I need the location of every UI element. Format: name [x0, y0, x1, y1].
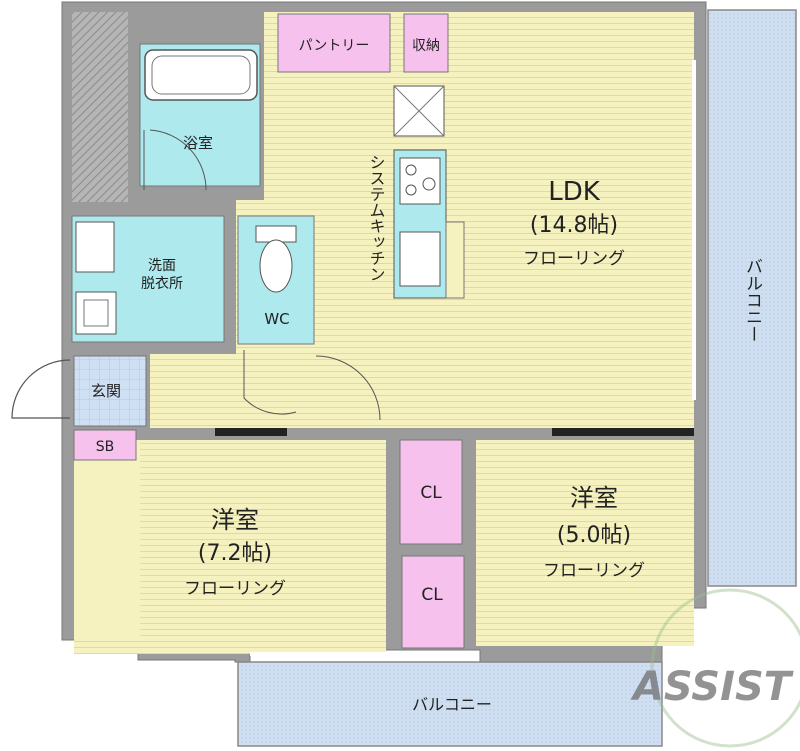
entrance-label: 玄関	[91, 382, 121, 400]
closet-1	[399, 439, 463, 545]
bath-door	[143, 129, 207, 191]
shoe-box	[73, 429, 137, 461]
east-balcony-label: バルコニー	[742, 258, 762, 343]
storage	[403, 13, 449, 73]
entry-door	[11, 359, 71, 419]
toilet-label: WC	[264, 310, 289, 328]
kitchen-label: システムキッチン	[367, 154, 386, 282]
washroom-label-2: 脱衣所	[141, 276, 183, 292]
assist-logo: ASSIST	[630, 588, 800, 748]
ldk-door	[315, 355, 381, 421]
duct	[72, 12, 128, 202]
western-room-1-size: (7.2帖)	[198, 541, 272, 566]
east-balcony	[707, 9, 797, 587]
storage-label: 収納	[412, 38, 440, 54]
logo-text: ASSIST	[630, 664, 794, 710]
washbasin-icon	[75, 221, 115, 273]
south-balcony-label: バルコニー	[412, 695, 492, 714]
kitchen-counter	[445, 221, 465, 299]
washroom-label-1: 洗面	[148, 258, 176, 274]
closet-2-label: CL	[421, 585, 443, 605]
entrance-floor	[73, 355, 147, 427]
bathroom-label: 浴室	[183, 134, 213, 152]
ldk-size: (14.8帖)	[530, 213, 618, 238]
bathtub-icon	[144, 49, 258, 101]
washer-icon	[75, 291, 117, 335]
stove-icon	[399, 157, 441, 205]
closet-1-label: CL	[420, 483, 442, 503]
ldk-name: LDK	[548, 177, 601, 207]
western-room-2-size: (5.0帖)	[557, 523, 631, 548]
western-room-2-floor	[476, 440, 694, 646]
closet-2	[401, 555, 465, 649]
sink-icon	[399, 231, 441, 287]
western-room-2-floor-type: フローリング	[543, 561, 645, 581]
western-room-1-floor-type: フローリング	[184, 579, 286, 599]
ldk-floor-type: フローリング	[523, 249, 625, 269]
south-balcony	[237, 661, 663, 747]
shoe-box-label: SB	[96, 439, 115, 455]
toilet-door	[243, 350, 297, 415]
hallway-floor	[150, 354, 310, 428]
western-room-2-name: 洋室	[570, 484, 618, 512]
western-room-1-name: 洋室	[211, 506, 259, 534]
pantry-label: パントリー	[299, 38, 370, 54]
pantry	[277, 13, 391, 73]
